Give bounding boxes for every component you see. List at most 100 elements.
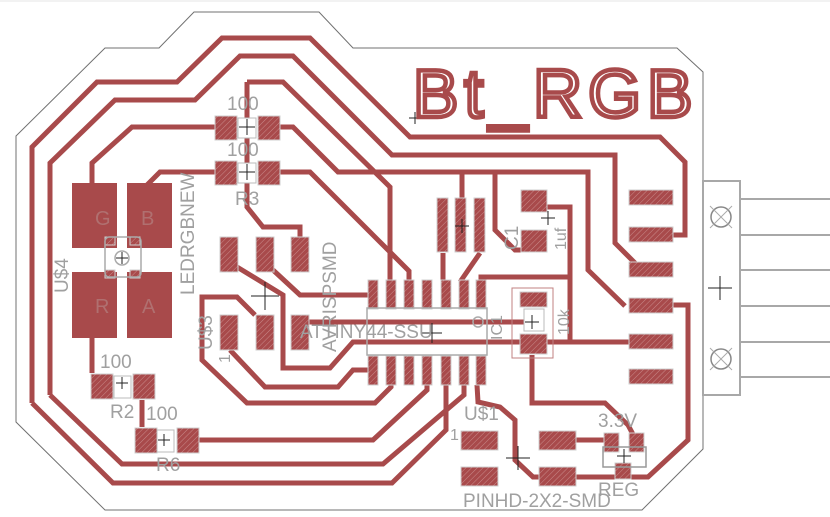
side-connector	[702, 180, 830, 396]
mcu-name-label: IC1	[489, 315, 506, 340]
c1-name-label: C1	[502, 226, 523, 250]
r1-pad	[519, 291, 548, 308]
led-pad-a-label: A	[142, 296, 156, 318]
origin-cross-icon	[422, 323, 442, 343]
connector-pad	[628, 189, 674, 206]
copper-trace	[228, 348, 373, 390]
pad-layer	[72, 115, 674, 487]
mcu-pin	[421, 355, 433, 386]
isp-pin1-label: 1	[217, 354, 234, 363]
reg-pad	[603, 432, 620, 453]
origin-cross-icon	[116, 377, 128, 389]
origin-cross-icon	[239, 164, 255, 180]
resistor-pad	[90, 373, 114, 400]
copper-trace	[47, 53, 644, 395]
reg-value-label: 3.3V	[598, 411, 637, 432]
copper-trace	[280, 124, 627, 308]
connector-pad	[628, 226, 674, 243]
origin-cross-icon	[455, 219, 469, 233]
r1-value-label: 10k	[556, 308, 573, 335]
header-pin1-label: 1	[450, 427, 459, 444]
board-title: Bt_RGB	[413, 56, 698, 132]
led-pad	[72, 272, 117, 338]
header-pad	[460, 430, 499, 451]
mcu-pin	[440, 279, 452, 310]
origin-cross-icon	[708, 276, 732, 300]
resistor-pad	[214, 115, 238, 141]
copper-trace	[247, 79, 393, 282]
copper-trace	[199, 385, 430, 443]
mcu-part-label: ATTINY44-SSU	[300, 322, 433, 343]
r3-value-label: 100	[227, 140, 259, 161]
reg-name-label: REG	[598, 480, 639, 501]
copper-trace	[235, 264, 629, 371]
r2-value-label: 100	[100, 352, 132, 373]
resonator-pad	[473, 197, 486, 253]
copper-trace	[199, 294, 394, 406]
reg-pad	[628, 432, 645, 453]
mcu-pin	[475, 279, 487, 310]
led-pad-g-label: G	[95, 208, 111, 230]
board-outline	[15, 11, 704, 511]
resistor-pad	[257, 115, 281, 141]
copper-trace	[478, 274, 570, 282]
led-pad	[127, 272, 172, 338]
copper-trace	[48, 385, 467, 467]
origin-cross-icon	[251, 282, 279, 310]
origin-cross-icon	[409, 112, 421, 124]
c1-pad	[520, 229, 548, 253]
copper-trace	[271, 268, 373, 298]
led-center-icon	[104, 236, 142, 278]
connector-pad	[628, 297, 674, 314]
led-part-label: LEDRGBNEW	[178, 172, 199, 295]
r1-outline	[511, 287, 554, 359]
mcu-pin	[440, 355, 452, 386]
reg-outline	[602, 446, 647, 468]
mcu-pin	[403, 355, 415, 386]
origin-cross-icon	[541, 211, 555, 225]
header-pad	[538, 466, 577, 487]
mcu-pin	[385, 279, 397, 310]
copper-trace	[143, 169, 215, 189]
mcu-pin	[458, 355, 470, 386]
r1-pad	[519, 333, 548, 355]
led-pad-r-label: R	[95, 296, 109, 318]
isp-pad	[219, 314, 239, 351]
resistor-pad	[132, 373, 156, 400]
copper-trace	[457, 251, 483, 284]
led-name-label: U$4	[52, 258, 73, 293]
connector-pad	[628, 333, 674, 350]
copper-trace	[280, 169, 412, 282]
connector-pad	[628, 261, 674, 278]
r6-value-label: 100	[146, 404, 178, 425]
header-pad	[460, 466, 499, 487]
reg-pad	[614, 462, 632, 480]
c1-value-label: 1uf	[553, 227, 570, 250]
origin-cross-icon	[158, 434, 170, 446]
mcu-body-outline	[366, 307, 488, 356]
copper-trace	[29, 35, 688, 403]
isp-pad	[290, 314, 310, 351]
mcu-pin	[475, 355, 487, 386]
isp-pad	[290, 236, 310, 273]
r2-name-label: R2	[110, 402, 134, 423]
resistor-body	[156, 429, 175, 453]
copper-trace	[89, 124, 215, 185]
origin-cross-icon	[116, 252, 128, 264]
resistor-pad	[134, 427, 158, 454]
isp-part-label: AVRISPSMD	[320, 241, 341, 352]
header-name-label: U$1	[464, 404, 499, 425]
led-center-pad	[129, 236, 141, 246]
mcu-pin	[385, 355, 397, 386]
header-part-label: PINHD-2X2-SMD	[463, 491, 611, 512]
r3-name-label: R3	[235, 189, 259, 210]
origin-cross-icon	[506, 446, 530, 470]
mounting-hole-icon	[709, 205, 733, 229]
mounting-hole-icon	[709, 347, 733, 371]
resistor-pad	[214, 160, 238, 186]
r6-name-label: R6	[156, 455, 180, 476]
isp-name-label: U$3	[196, 315, 217, 350]
mcu-pin	[367, 279, 379, 310]
header-pad	[538, 430, 577, 451]
